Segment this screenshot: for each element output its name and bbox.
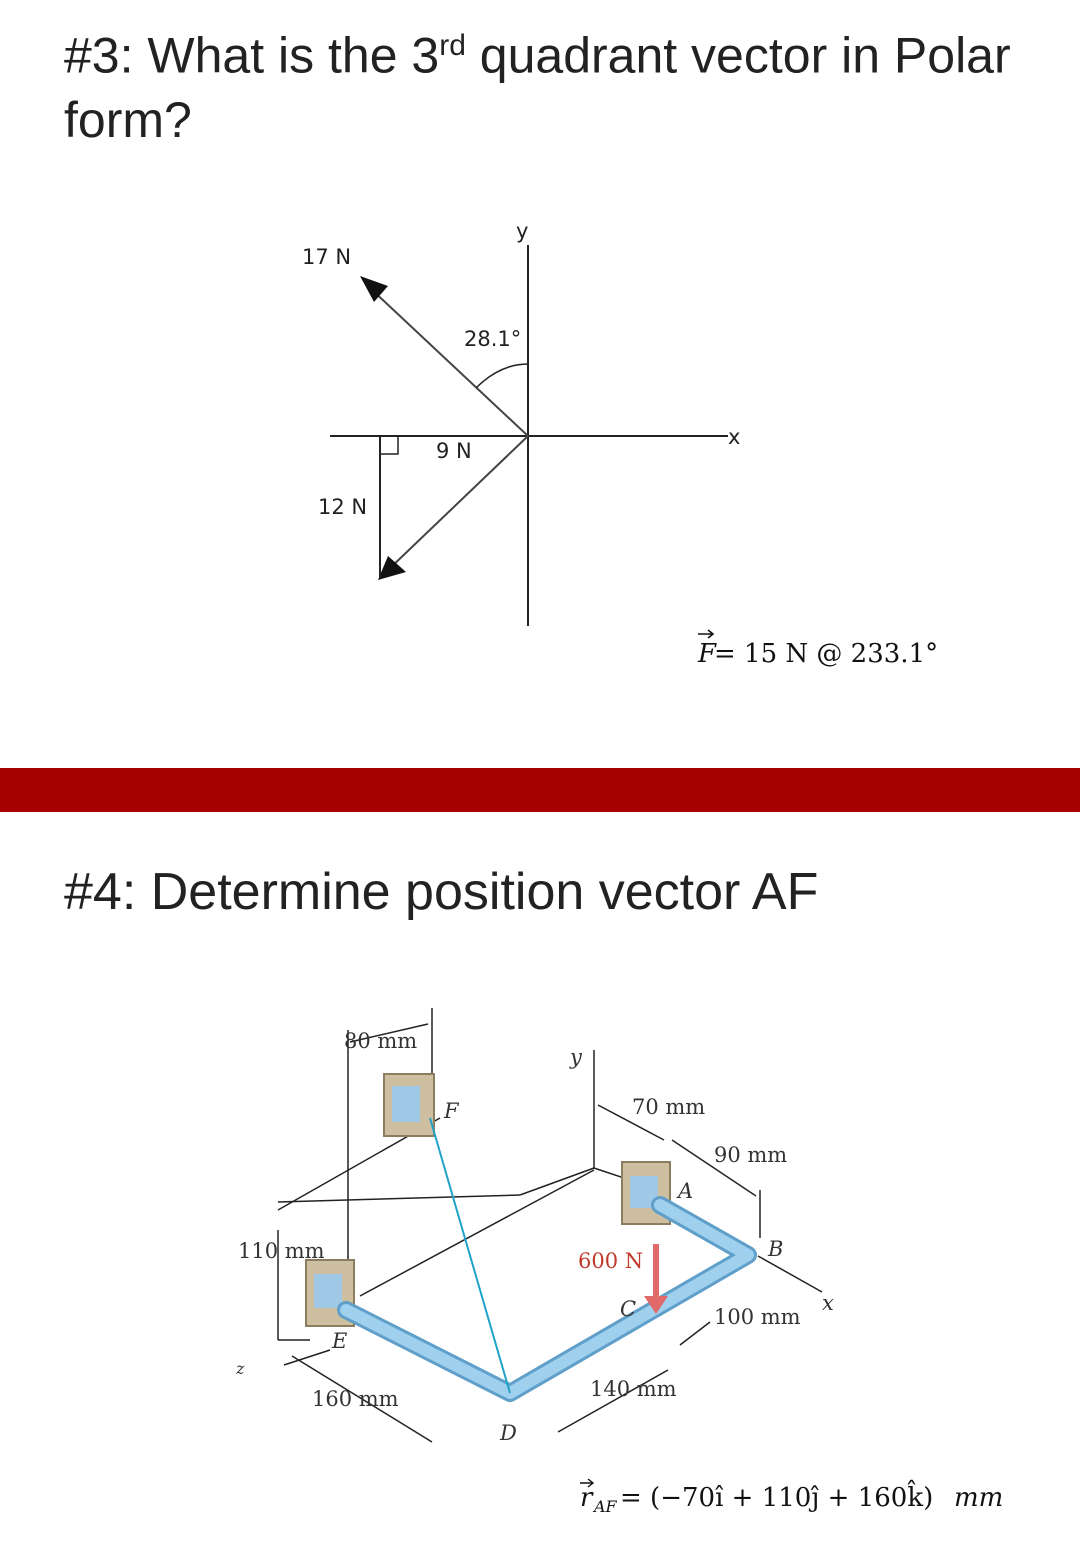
resultant-vector-shaft [387, 435, 529, 571]
label-point-a: A [676, 1179, 693, 1203]
label-point-e: E [331, 1329, 347, 1353]
y-axis-label: y [516, 219, 528, 243]
question-3-title: #3: What is the 3rd quadrant vector in P… [64, 14, 1024, 152]
vector-17n-shaft [369, 287, 529, 437]
pipe [340, 1199, 754, 1399]
vector-17n-label: 17 N [302, 245, 351, 269]
vector-arrow-accent [698, 629, 715, 639]
answer-q3: = 15 N @ 233.1° [714, 639, 938, 669]
label-y-axis: y [569, 1045, 583, 1069]
section-divider [0, 768, 1080, 812]
dim-100mm: 100 mm [714, 1305, 801, 1329]
question-3-title-superscript: rd [439, 29, 466, 62]
question-3-title-main: #3: What is the 3 [64, 27, 440, 84]
cable-af [429, 1117, 511, 1394]
r-vector-arrow-accent [580, 1478, 595, 1488]
answer-f-symbol: F [697, 639, 717, 669]
dim-140mm: 140 mm [590, 1377, 677, 1401]
answer-r-symbol: r [580, 1483, 594, 1513]
vector-diagram-q3: y x 17 N 28.1° 9 N 12 N F = 15 N @ 233.1… [302, 219, 938, 669]
label-x-axis: x [822, 1291, 834, 1315]
dim-70mm: 70 mm [632, 1095, 705, 1119]
label-point-d: D [499, 1421, 517, 1445]
dim-160mm: 160 mm [312, 1387, 399, 1411]
vector-9n-label: 9 N [436, 439, 472, 463]
answer-q4: = (−70î + 110ĵ + 160k̂) [620, 1479, 933, 1513]
answer-q4-unit: mm [954, 1483, 1003, 1513]
bracket-F [383, 1073, 435, 1137]
vector-12n-label: 12 N [318, 495, 367, 519]
force-600n-label: 600 N [578, 1249, 643, 1273]
vector-17n-arrowhead [360, 276, 388, 302]
label-point-b: B [767, 1237, 783, 1261]
label-point-f: F [443, 1099, 460, 1123]
label-point-c: C [620, 1297, 636, 1321]
question-4-title: #4: Determine position vector AF [64, 863, 819, 921]
force-600n-arrowhead [644, 1296, 668, 1314]
pipe-assembly-diagram-q4: 80 mm y F 70 mm 90 mm A 110 mm 600 N B C… [235, 1008, 1003, 1516]
x-axis-label: x [728, 425, 740, 449]
label-z-axis: z [235, 1359, 245, 1378]
angle-arc [475, 363, 529, 389]
dim-90mm: 90 mm [714, 1143, 787, 1167]
dim-110mm: 110 mm [238, 1239, 325, 1263]
right-angle-marker [379, 436, 399, 455]
question-3-title-rest: quadrant vector in Polar form? [64, 27, 1011, 148]
angle-label: 28.1° [464, 327, 521, 351]
dim-80mm: 80 mm [344, 1029, 417, 1053]
answer-r-subscript: AF [592, 1497, 618, 1516]
resultant-vector-arrowhead [378, 556, 406, 580]
